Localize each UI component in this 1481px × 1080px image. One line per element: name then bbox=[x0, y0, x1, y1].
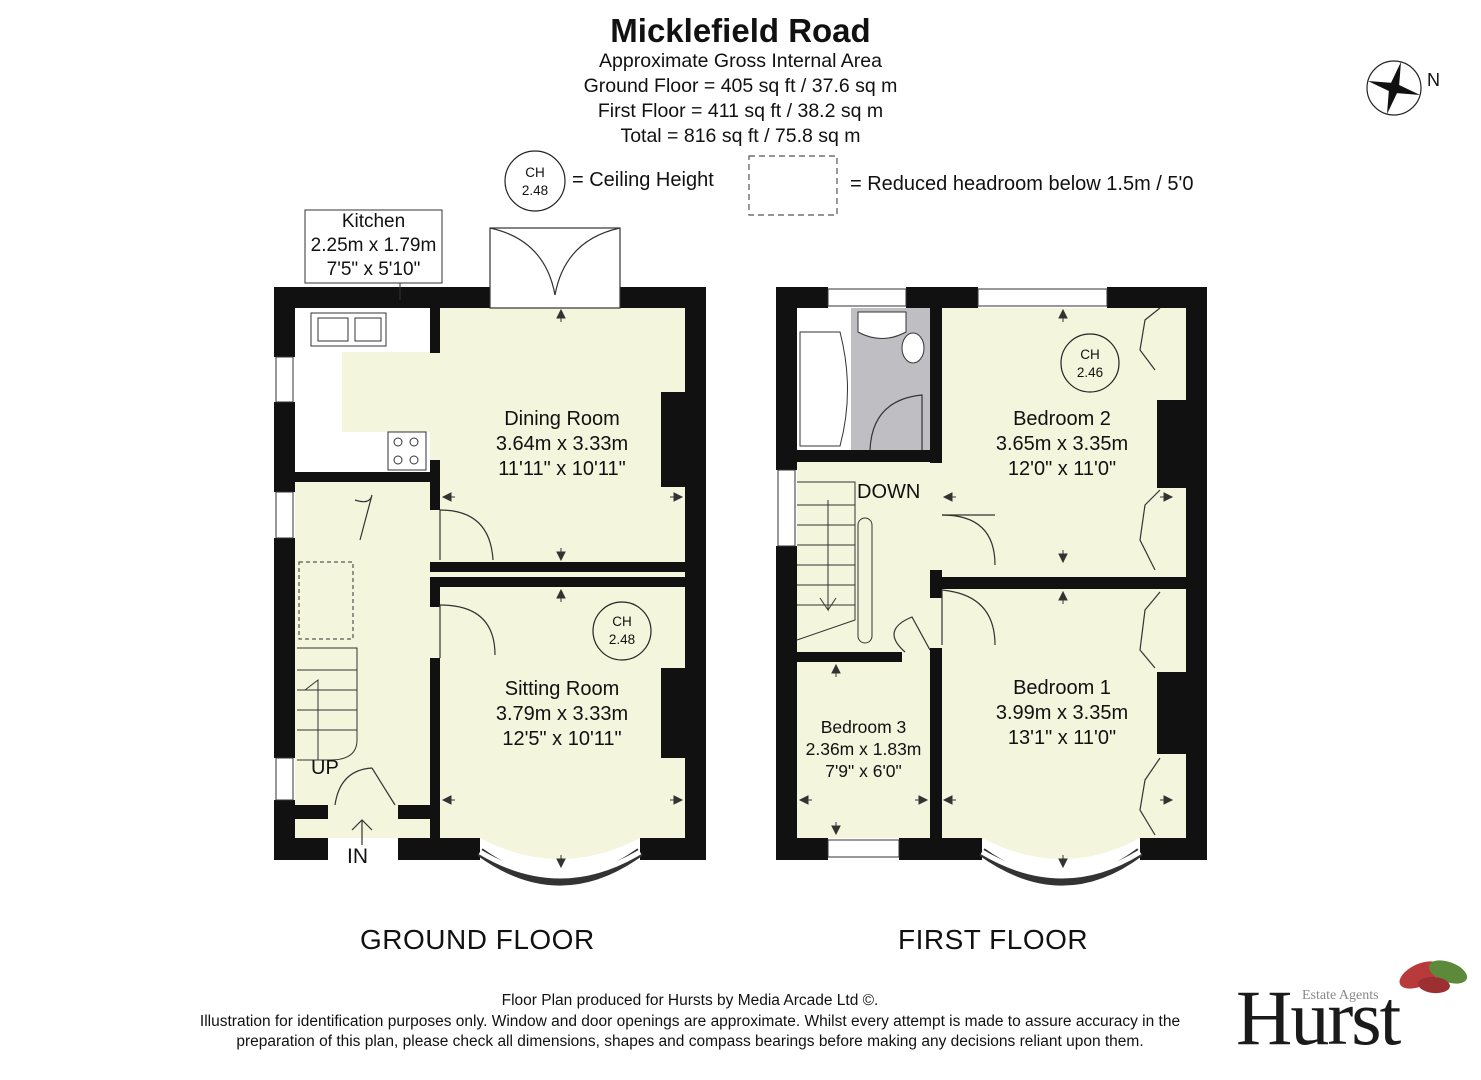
legend-ch-abbr: CH bbox=[525, 165, 545, 180]
dining-room-name: Dining Room bbox=[504, 408, 620, 430]
compass-north-label: N bbox=[1427, 70, 1440, 90]
dining-room-label: Dining Room 3.64m x 3.33m 11'11" x 10'11… bbox=[460, 407, 664, 482]
logo-tagline: Estate Agents bbox=[1302, 988, 1379, 1003]
plan-title: Micklefield Road bbox=[610, 12, 871, 49]
hob-icon bbox=[387, 431, 427, 471]
sitting-ch-value: 2.48 bbox=[608, 632, 636, 647]
bedroom2-ch-value: 2.46 bbox=[1076, 365, 1104, 380]
bathroom-door bbox=[869, 394, 923, 451]
first-floor-windows bbox=[777, 288, 1108, 858]
kitchen-imperial: 7'5" x 5'10" bbox=[326, 259, 421, 280]
ground-floor-title: GROUND FLOOR bbox=[360, 924, 595, 955]
stairs-up-label: UP bbox=[311, 757, 339, 779]
bedroom2-ch-abbr: CH bbox=[1080, 347, 1100, 362]
first-floor-doors bbox=[893, 307, 1161, 836]
bedroom2-imperial: 12'0" x 11'0" bbox=[1007, 458, 1117, 480]
sitting-room-ch-icon bbox=[592, 601, 652, 661]
ground-stairs-icon bbox=[297, 647, 358, 761]
bedroom1-name: Bedroom 1 bbox=[1013, 677, 1111, 699]
toilet-icon bbox=[901, 332, 925, 364]
bedroom1-label: Bedroom 1 3.99m x 3.35m 13'1" x 11'0" bbox=[960, 676, 1164, 751]
bedroom1-imperial: 13'1" x 11'0" bbox=[1007, 727, 1117, 749]
footer-disclaimer-1: Illustration for identification purposes… bbox=[199, 1013, 1181, 1030]
kitchen-sink-icon bbox=[310, 312, 387, 347]
first-floor-walls bbox=[776, 287, 1207, 860]
bedroom2-label: Bedroom 2 3.65m x 3.35m 12'0" x 11'0" bbox=[960, 407, 1164, 482]
entrance-label: IN bbox=[347, 845, 368, 868]
ground-floor-fill bbox=[295, 308, 685, 859]
sitting-room-metric: 3.79m x 3.33m bbox=[495, 703, 629, 725]
bedroom1-metric: 3.99m x 3.35m bbox=[995, 702, 1129, 724]
sitting-ch-abbr: CH bbox=[612, 614, 632, 629]
under-stairs-storage bbox=[298, 561, 354, 640]
first-stairs-icon bbox=[796, 481, 873, 644]
ceiling-height-legend-icon bbox=[504, 150, 566, 212]
sitting-room-label: Sitting Room 3.79m x 3.33m 12'5" x 10'11… bbox=[460, 677, 664, 752]
legend-ch-value: 2.48 bbox=[521, 183, 549, 198]
basin-icon bbox=[857, 311, 907, 339]
sitting-room-name: Sitting Room bbox=[504, 678, 620, 700]
dining-room-metric: 3.64m x 3.33m bbox=[495, 433, 629, 455]
dimension-arrows-first bbox=[798, 308, 1174, 869]
ground-floor-walls bbox=[274, 287, 706, 860]
kitchen-name: Kitchen bbox=[341, 211, 406, 232]
compass-icon bbox=[1366, 60, 1422, 116]
ground-floor-area: Ground Floor = 405 sq ft / 37.6 sq m bbox=[583, 75, 898, 97]
ground-doors bbox=[334, 494, 496, 806]
bedroom2-ch-icon bbox=[1060, 333, 1120, 393]
bedroom2-name: Bedroom 2 bbox=[1013, 408, 1111, 430]
kitchen-worktop-area bbox=[295, 308, 430, 472]
bedroom2-metric: 3.65m x 3.35m bbox=[995, 433, 1129, 455]
bath-icon bbox=[799, 331, 848, 447]
kitchen-label: Kitchen 2.25m x 1.79m 7'5" x 5'10" bbox=[305, 210, 442, 282]
first-floor-area: First Floor = 411 sq ft / 38.2 sq m bbox=[597, 100, 884, 122]
legend-ceiling-height-text: = Ceiling Height bbox=[572, 169, 714, 191]
reduced-headroom-legend-icon bbox=[748, 155, 838, 216]
stairs-down-label: DOWN bbox=[857, 481, 921, 503]
footer-disclaimer-2: preparation of this plan, please check a… bbox=[236, 1033, 1144, 1050]
entrance-arrow-icon bbox=[351, 819, 373, 845]
total-area: Total = 816 sq ft / 75.8 sq m bbox=[620, 125, 861, 147]
bedroom3-name: Bedroom 3 bbox=[820, 717, 907, 737]
kitchen-metric: 2.25m x 1.79m bbox=[310, 235, 437, 256]
bedroom3-imperial: 7'9" x 6'0" bbox=[825, 761, 902, 781]
dimension-arrows-ground bbox=[441, 308, 684, 869]
footer-credit: Floor Plan produced for Hursts by Media … bbox=[501, 992, 879, 1009]
bedroom3-metric: 2.36m x 1.83m bbox=[805, 739, 922, 759]
first-floor-title: FIRST FLOOR bbox=[898, 924, 1089, 955]
area-subtitle: Approximate Gross Internal Area bbox=[599, 50, 882, 72]
legend-reduced-headroom-text: = Reduced headroom below 1.5m / 5'0 bbox=[850, 173, 1194, 195]
ground-floor-windows bbox=[275, 356, 294, 801]
hurst-logo: Hurst bbox=[1236, 974, 1401, 1061]
hurst-logo-leaves-icon bbox=[1399, 960, 1468, 994]
bedroom3-label: Bedroom 3 2.36m x 1.83m 7'9" x 6'0" bbox=[797, 716, 930, 782]
sitting-room-imperial: 12'5" x 10'11" bbox=[502, 728, 622, 750]
french-doors-icon bbox=[489, 227, 621, 309]
dining-room-imperial: 11'11" x 10'11" bbox=[498, 458, 626, 480]
kitchen-label-box bbox=[304, 209, 443, 284]
